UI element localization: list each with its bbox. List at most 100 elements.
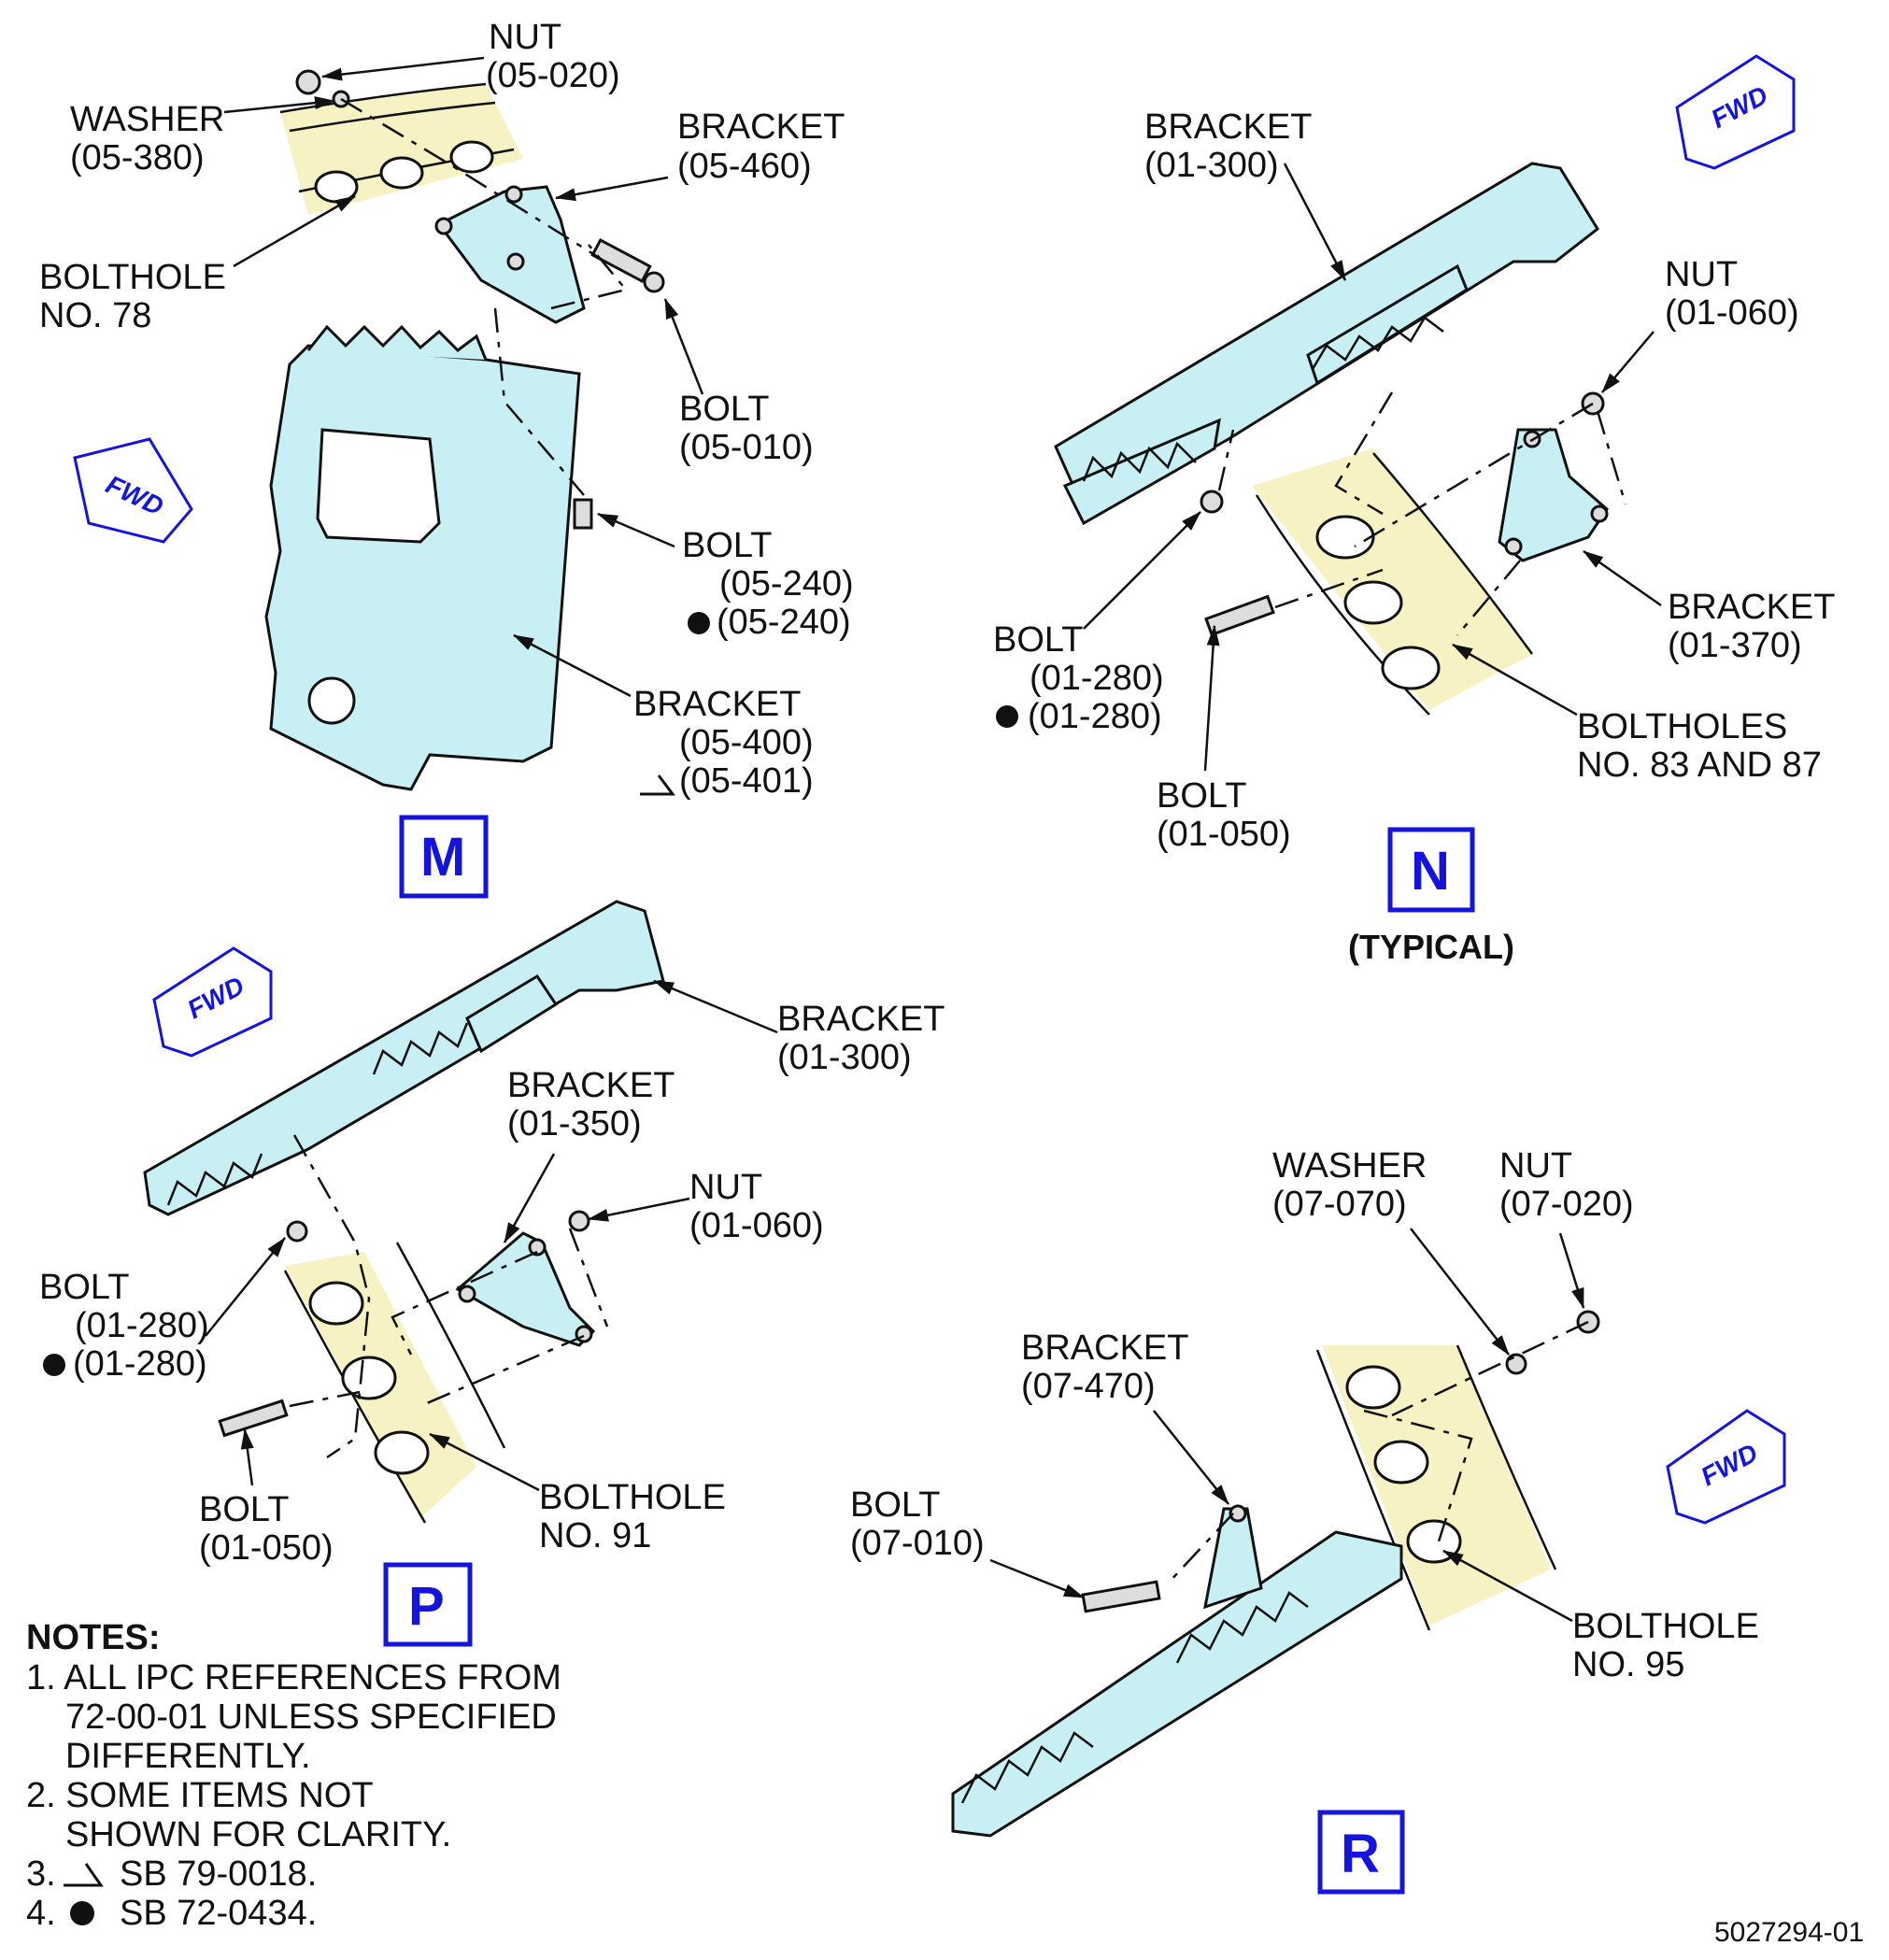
note-4-symbol-icon (70, 1901, 94, 1925)
ref-bolt-05-240-sb: (05-240) (717, 603, 851, 642)
fwd-arrow-p-icon: FWD (152, 946, 273, 1058)
view-m: FWD NUT (05-020) WASHER (05-380) BRACKET… (39, 18, 854, 899)
label-bolthole-78: BOLTHOLE (39, 258, 226, 297)
note-4-number: 4. (26, 1894, 56, 1933)
view-m-box (399, 815, 489, 899)
fwd-arrow-r-icon: FWD (1666, 1409, 1786, 1525)
label-bracket-05-460: BRACKET (677, 107, 845, 147)
ref-washer-07-070: (07-070) (1272, 1185, 1407, 1224)
label-bolthole-95-no: NO. 95 (1572, 1645, 1684, 1684)
bracket-07-470-shape (951, 1530, 1403, 1838)
view-p: FWD BRACKET (01-300) BRACKET (01-350) NU… (39, 900, 944, 1647)
view-n-box (1387, 827, 1475, 913)
fwd-arrow-n-icon: FWD (1675, 54, 1796, 170)
view-letter-r: R (1341, 1824, 1380, 1884)
view-n: FWD BRACKET (01-300) NUT (01-060) BRACKE… (993, 54, 1835, 966)
label-bolthole-91: BOLTHOLE (539, 1478, 726, 1517)
label-boltholes-83-87-no: NO. 83 AND 87 (1577, 746, 1822, 785)
label-nut-05-020: NUT (489, 18, 561, 57)
ref-bracket-05-401-sb: (05-401) (679, 761, 814, 801)
ref-bolt-05-240: (05-240) (719, 564, 854, 604)
bolt-05-010-shape (590, 237, 652, 284)
label-bracket-01-350: BRACKET (507, 1066, 675, 1105)
label-bracket-01-300-p: BRACKET (777, 1000, 944, 1039)
notes-title: NOTES: (26, 1618, 161, 1657)
label-bolt-01-050-n: BOLT (1157, 776, 1246, 816)
note-3-symbol-icon (64, 1863, 104, 1887)
label-bolt-07-010: BOLT (850, 1485, 940, 1525)
nut-05-020-shape (295, 69, 321, 95)
ref-bolt-01-280-n-sb: (01-280) (1028, 697, 1162, 736)
label-bracket-07-470: BRACKET (1021, 1328, 1188, 1368)
bracket-01-370-shape (1498, 428, 1609, 562)
view-r: FWD WASHER (07-070) NUT (07-020) BRACKET… (850, 1146, 1786, 1895)
note-2-line-2: SHOWN FOR CLARITY. (65, 1815, 451, 1854)
ref-bracket-05-400: (05-400) (679, 723, 814, 762)
ref-nut-05-020: (05-020) (486, 56, 620, 95)
ref-nut-01-060-p: (01-060) (689, 1206, 824, 1245)
bracket-01-350-shape (455, 1231, 596, 1347)
ref-bracket-05-460: (05-460) (677, 147, 812, 186)
ref-nut-07-020: (07-020) (1499, 1185, 1634, 1224)
label-bolt-05-010: BOLT (679, 390, 769, 429)
label-boltholes-83-87: BOLTHOLES (1577, 707, 1787, 746)
label-bolthole-78-no: NO. 78 (39, 296, 151, 335)
view-n-qualifier: (TYPICAL) (1348, 928, 1514, 966)
ref-bolt-07-010: (07-010) (850, 1524, 985, 1563)
ref-bolt-01-050-n: (01-050) (1157, 815, 1291, 854)
view-p-box (383, 1562, 473, 1647)
sb-72-0434-marker-icon (688, 612, 710, 634)
view-letter-m: M (420, 827, 465, 888)
note-1-line-2: 72-00-01 UNLESS SPECIFIED (65, 1697, 557, 1737)
label-bolt-01-050-p: BOLT (199, 1490, 289, 1529)
nut-01-060-p-shape (568, 1210, 590, 1232)
label-bracket-05-400: BRACKET (633, 685, 801, 724)
ref-nut-01-060-n: (01-060) (1665, 293, 1799, 333)
label-bracket-01-370: BRACKET (1668, 588, 1835, 627)
ref-bolt-01-050-p: (01-050) (199, 1528, 334, 1568)
label-bolthole-91-no: NO. 91 (539, 1516, 651, 1555)
note-4-text: SB 72-0434. (120, 1894, 317, 1933)
bolt-07-010-shape (1081, 1580, 1161, 1613)
label-washer-07-070: WASHER (1272, 1146, 1427, 1186)
label-washer-05-380: WASHER (70, 100, 224, 139)
view-letter-n: N (1411, 841, 1450, 902)
ref-bracket-01-350: (01-350) (507, 1104, 642, 1143)
sb-72-0434-marker-p-icon (43, 1354, 65, 1376)
ref-bracket-01-300-n: (01-300) (1144, 146, 1279, 185)
bolt-05-240-shape (573, 498, 593, 530)
label-bolt-05-240: BOLT (682, 526, 772, 565)
ref-bracket-01-370: (01-370) (1668, 626, 1802, 665)
sb-72-0434-marker-n-icon (996, 705, 1018, 728)
ref-bracket-01-300-p: (01-300) (777, 1038, 912, 1077)
figure-id: 5027294-01 (1714, 1917, 1864, 1948)
label-nut-01-060-n: NUT (1665, 255, 1738, 294)
label-bolt-01-280-n: BOLT (993, 620, 1083, 660)
ref-bolt-01-280-p: (01-280) (75, 1306, 209, 1345)
label-bracket-01-300-n: BRACKET (1144, 107, 1312, 147)
washer-07-070-shape (1505, 1353, 1527, 1375)
note-1-line-1: 1. ALL IPC REFERENCES FROM (26, 1658, 561, 1697)
bolt-01-280-p-shape (286, 1220, 308, 1243)
view-r-box (1317, 1810, 1405, 1895)
label-bolthole-95: BOLTHOLE (1572, 1607, 1759, 1646)
ref-bolt-05-010: (05-010) (679, 428, 814, 467)
note-3-number: 3. (26, 1854, 56, 1894)
sb-79-0018-marker-icon (640, 774, 675, 796)
ref-bolt-01-280-n: (01-280) (1030, 659, 1164, 698)
label-nut-07-020: NUT (1499, 1146, 1572, 1186)
ref-bracket-07-470: (07-470) (1021, 1367, 1156, 1406)
bolt-01-280-n-shape (1200, 490, 1224, 514)
ref-bolt-01-280-p-sb: (01-280) (73, 1344, 207, 1384)
note-1-line-3: DIFFERENTLY. (65, 1737, 311, 1776)
ref-washer-05-380: (05-380) (70, 138, 205, 178)
fwd-arrow-m-icon: FWD (73, 437, 193, 544)
bracket-05-400-shape (264, 344, 581, 791)
view-letter-p: P (408, 1576, 445, 1637)
note-2-line-1: 2. SOME ITEMS NOT (26, 1776, 374, 1815)
bolt-01-050-p-shape (218, 1399, 289, 1438)
label-nut-01-060-p: NUT (689, 1168, 762, 1207)
note-3-text: SB 79-0018. (120, 1854, 317, 1894)
notes-block: NOTES: 1. ALL IPC REFERENCES FROM 72-00-… (26, 1618, 561, 1933)
bolt-01-050-n-shape (1204, 594, 1275, 637)
